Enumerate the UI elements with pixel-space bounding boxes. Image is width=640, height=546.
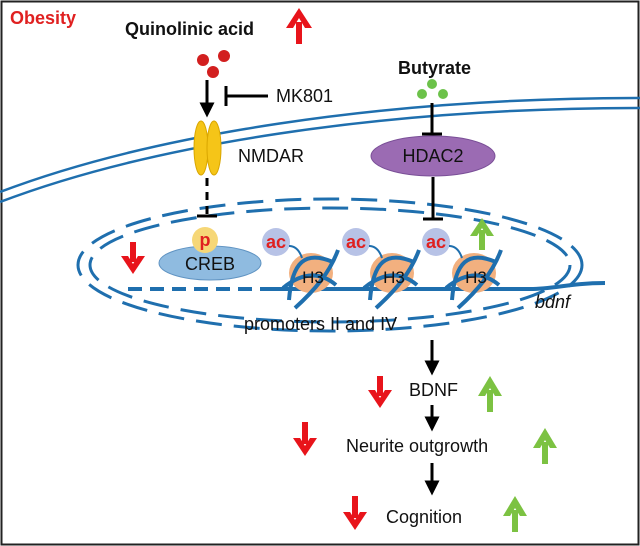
dna-strand <box>128 281 606 291</box>
acetyl-label-3: ac <box>426 232 446 252</box>
creb-decrease-arrow <box>121 242 145 274</box>
condition-label: Obesity <box>10 8 76 28</box>
quinolinic-increase-arrow <box>286 8 312 44</box>
nmdar-to-creb-line <box>197 178 217 218</box>
neurite-increase-arrow <box>533 428 557 464</box>
phospho-label: p <box>200 230 211 250</box>
nuclear-envelope <box>76 197 584 333</box>
acetyl-group-3 <box>422 228 450 256</box>
acetylation-increase-arrow <box>470 218 494 250</box>
mk801-inhibitor-line <box>224 86 268 106</box>
butyrate-to-hdac2-line <box>422 103 442 136</box>
acetyl-group-2 <box>342 228 370 256</box>
bdnf-increase-arrow <box>478 376 502 412</box>
cognition-label: Cognition <box>386 507 462 527</box>
promoters-label: promoters II and IV <box>244 314 397 334</box>
nmdar-receptor <box>193 120 222 176</box>
nucleosome-2: H3 ac <box>342 228 421 310</box>
hdac2-enzyme <box>370 135 496 177</box>
neurite-label: Neurite outgrowth <box>346 436 488 456</box>
neurite-decrease-arrow <box>293 422 317 456</box>
bdnf-label: BDNF <box>409 380 458 400</box>
phospho-group <box>192 227 218 253</box>
cognition-increase-arrow <box>503 496 527 532</box>
butyrate-label: Butyrate <box>398 58 471 78</box>
histone-label-2: H3 <box>383 268 405 287</box>
nucleosome-3: H3 ac <box>422 228 503 310</box>
gene-label: bdnf <box>535 292 572 312</box>
nucleosome-1: H3 ac <box>262 228 340 310</box>
acetyl-group-1 <box>262 228 290 256</box>
creb-label: CREB <box>185 254 235 274</box>
hdac2-to-histone-line <box>423 177 443 221</box>
bdnf-decrease-arrow <box>368 376 392 408</box>
histone-label-3: H3 <box>465 268 487 287</box>
quinolinic-acid-molecules <box>197 50 230 78</box>
histone-label-1: H3 <box>302 268 324 287</box>
cell-membrane <box>0 96 640 204</box>
butyrate-molecules <box>417 79 448 99</box>
mk801-label: MK801 <box>276 86 333 106</box>
acetyl-label-1: ac <box>266 232 286 252</box>
nmdar-label: NMDAR <box>238 146 304 166</box>
hdac2-label: HDAC2 <box>402 146 463 166</box>
acetyl-label-2: ac <box>346 232 366 252</box>
quinolinic-acid-label: Quinolinic acid <box>125 19 254 39</box>
cognition-decrease-arrow <box>343 496 367 530</box>
